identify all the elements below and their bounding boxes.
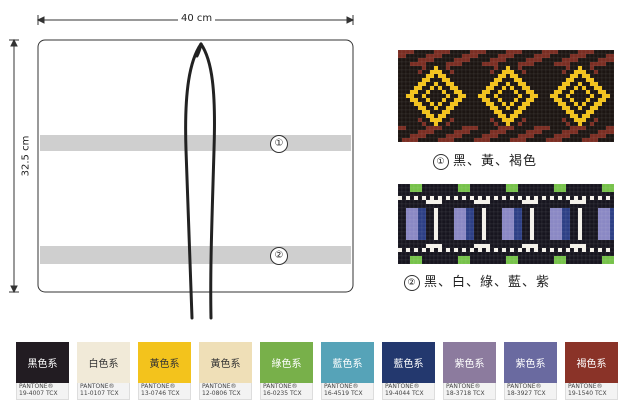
swatch-pantone-code: PANTONE®18-3718 TCX [443, 383, 496, 400]
color-swatch: 白色系 PANTONE®11-0107 TCX [77, 342, 130, 400]
pattern-colors-1: 黑、黃、褐色 [453, 154, 538, 169]
color-swatch: 綠色系 PANTONE®16-0235 TCX [260, 342, 313, 400]
pattern-colors-2: 黑、白、綠、藍、紫 [424, 275, 551, 290]
pattern-number-2: ② [404, 275, 420, 291]
swatch-chip: 白色系 [77, 342, 130, 383]
color-swatch: 藍色系 PANTONE®19-4044 TCX [382, 342, 435, 400]
color-swatch: 黃色系 PANTONE®12-0806 TCX [199, 342, 252, 400]
swatch-pantone-code: PANTONE®12-0806 TCX [199, 383, 252, 400]
height-dimension-line [9, 38, 19, 294]
color-swatch: 紫色系 PANTONE®18-3718 TCX [443, 342, 496, 400]
pantone-swatch-row: 黑色系 PANTONE®19-4007 TCX 白色系 PANTONE®11-0… [16, 342, 618, 400]
swatch-chip: 黑色系 [16, 342, 69, 383]
bag-body [37, 39, 354, 293]
color-swatch: 藍色系 PANTONE®16-4519 TCX [321, 342, 374, 400]
color-swatch: 紫色系 PANTONE®18-3927 TCX [504, 342, 557, 400]
swatch-pantone-code: PANTONE®18-3927 TCX [504, 383, 557, 400]
pattern-swatch-1 [397, 49, 615, 143]
pattern-band-2 [40, 246, 351, 264]
pattern-band-1 [40, 135, 351, 151]
color-swatch: 褐色系 PANTONE®19-1540 TCX [565, 342, 618, 400]
swatch-pantone-code: PANTONE®19-4007 TCX [16, 383, 69, 400]
drawstring-cord [184, 42, 216, 320]
color-swatch: 黑色系 PANTONE®19-4007 TCX [16, 342, 69, 400]
swatch-chip: 黃色系 [138, 342, 191, 383]
pattern-caption-1: ① 黑、黃、褐色 [433, 150, 537, 170]
swatch-chip: 藍色系 [382, 342, 435, 383]
width-label: 40 cm [178, 13, 216, 25]
swatch-pantone-code: PANTONE®11-0107 TCX [77, 383, 130, 400]
bag-diagram [9, 15, 355, 320]
pattern-swatch-2 [397, 183, 615, 265]
swatch-chip: 紫色系 [443, 342, 496, 383]
swatch-chip: 藍色系 [321, 342, 374, 383]
height-label: 32.5 cm [20, 132, 33, 180]
swatch-chip: 綠色系 [260, 342, 313, 383]
pattern-caption-2: ② 黑、白、綠、藍、紫 [404, 271, 550, 291]
pattern-number-1: ① [433, 154, 449, 170]
band-number-1: ① [270, 135, 288, 153]
swatch-chip: 紫色系 [504, 342, 557, 383]
swatch-pantone-code: PANTONE®16-4519 TCX [321, 383, 374, 400]
swatch-pantone-code: PANTONE®19-1540 TCX [565, 383, 618, 400]
color-swatch: 黃色系 PANTONE®13-0746 TCX [138, 342, 191, 400]
swatch-pantone-code: PANTONE®16-0235 TCX [260, 383, 313, 400]
swatch-chip: 褐色系 [565, 342, 618, 383]
swatch-pantone-code: PANTONE®19-4044 TCX [382, 383, 435, 400]
swatch-chip: 黃色系 [199, 342, 252, 383]
band-number-2: ② [270, 247, 288, 265]
swatch-pantone-code: PANTONE®13-0746 TCX [138, 383, 191, 400]
